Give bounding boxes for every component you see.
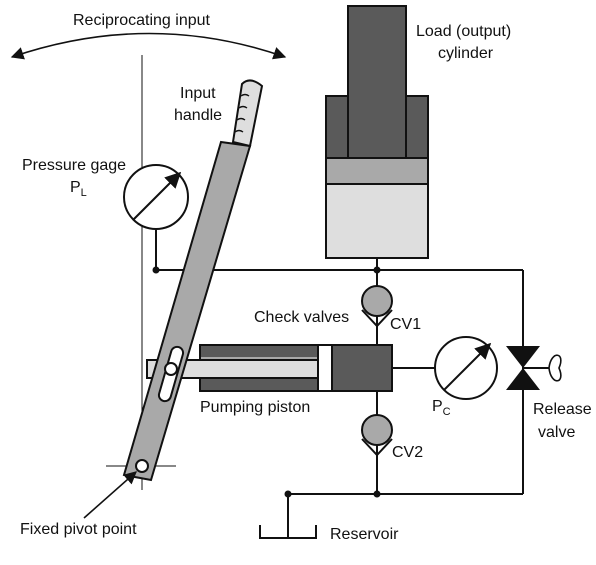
pump-piston-rod [146,359,319,379]
load-cylinder [325,5,429,259]
release-valve [506,346,562,390]
load-cylinder-ram [347,5,407,159]
lever-pin [164,362,178,376]
reciprocating-arrow [10,32,287,60]
reservoir-tank [259,525,317,539]
check-valves-label: Check valves [254,309,349,326]
load-cylinder-label-line1: Load (output) [416,23,511,40]
cv2-label: CV2 [392,444,423,461]
input-handle-label-line1: Input [180,85,216,102]
pivot-pointer [83,471,137,519]
cv1-label: CV1 [390,316,421,333]
input-handle-label-line2: handle [174,107,222,124]
junction-dot [373,490,381,498]
release-valve-knob [548,354,562,382]
reservoir-label: Reservoir [330,526,399,543]
release-valve-label-line1: Release [533,401,592,418]
pump-piston-head [317,344,333,392]
load-cylinder-label-line2: cylinder [438,45,494,62]
junction-dot [152,266,160,274]
pressure-gage-pl [123,164,189,230]
gage-pl-label: PL [70,179,87,199]
input-handle-lever [122,79,264,482]
reciprocating-input-label: Reciprocating input [73,12,211,29]
check-valve-cv2 [361,414,393,457]
pumping-piston-label: Pumping piston [200,399,310,416]
handle-grip [231,79,264,148]
pressure-gage-pc [434,336,498,400]
pressure-gage-label: Pressure gage [22,157,126,174]
gage-pc-label: PC [432,398,451,418]
release-valve-label-line2: valve [538,424,575,441]
fixed-pivot-point-label: Fixed pivot point [20,521,137,538]
pumping-cylinder [146,344,393,392]
junction-dot [373,266,381,274]
pivot-pin [135,459,149,473]
junction-dot [284,490,292,498]
check-valve-cv1 [361,285,393,328]
